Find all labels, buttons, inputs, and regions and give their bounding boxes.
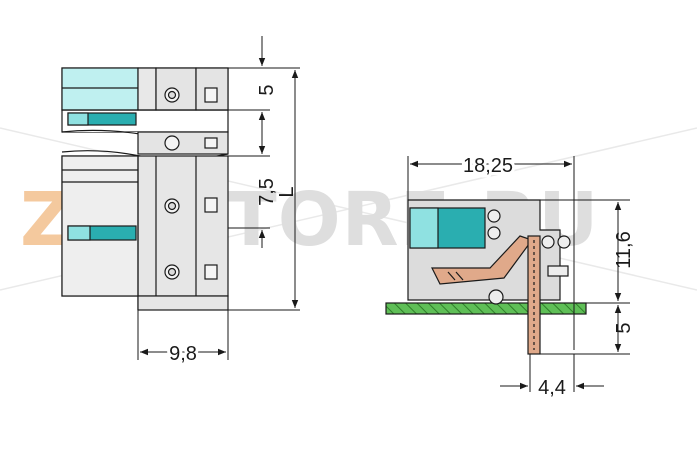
front-dimensions <box>137 36 300 360</box>
front-view <box>61 67 229 311</box>
dim-depth: 18,25 <box>463 155 513 177</box>
dim-pitch: 7,5 <box>256 178 278 206</box>
dim-top-pitch: 5 <box>256 84 278 95</box>
side-dimensions <box>407 156 630 392</box>
dim-width: 9,8 <box>169 343 197 365</box>
pcb-board <box>385 302 587 315</box>
dim-length: L <box>276 186 298 197</box>
dim-pin-offset: 4,4 <box>538 377 566 399</box>
dim-pin-length: 5 <box>613 322 635 333</box>
dim-height: 11,6 <box>613 231 635 268</box>
side-view <box>385 199 587 355</box>
